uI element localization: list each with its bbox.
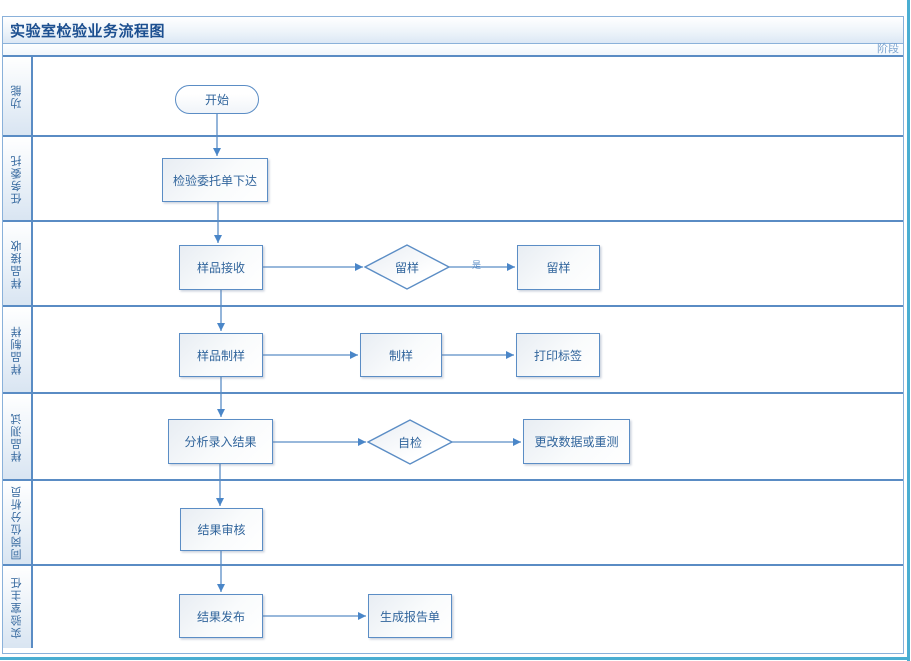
- lane-label-text: 任务委托: [11, 153, 23, 204]
- edge-label-yes: 是: [472, 260, 482, 270]
- node-sample-prep: 样品制样: [179, 333, 263, 377]
- node-issue-order: 检验委托单下达: [162, 158, 268, 202]
- lane-body: [33, 307, 903, 392]
- node-generate-report: 生成报告单: [368, 594, 452, 638]
- lane-body: [33, 481, 903, 564]
- node-sample-receive: 样品接收: [179, 245, 263, 290]
- node-prep: 制样: [360, 333, 442, 377]
- node-modify-retest: 更改数据或重测: [523, 419, 630, 464]
- lane-peer-analyst: 同岗位分析员: [3, 481, 903, 566]
- node-print-label: 打印标签: [516, 333, 600, 377]
- lane-label-text: 同岗位分析员: [11, 485, 23, 560]
- lane-label-lab-director: 实验室主任: [3, 566, 33, 648]
- lane-function: 功能: [3, 57, 903, 137]
- lane-label-text: 样品测试: [11, 411, 23, 462]
- lane-label-function: 功能: [3, 57, 33, 135]
- lane-task-delegation: 任务委托: [3, 137, 903, 222]
- node-retain-sample: 留样: [517, 245, 600, 290]
- lane-lab-director: 实验室主任: [3, 566, 903, 648]
- stage-header-band: 阶段: [3, 44, 903, 57]
- lane-sample-testing: 样品测试: [3, 394, 903, 481]
- lane-label-text: 功能: [11, 83, 23, 109]
- lane-sample-preparation: 样品制样: [3, 307, 903, 394]
- lane-body: [33, 222, 903, 305]
- node-analyze-input: 分析录入结果: [168, 419, 273, 464]
- lane-label-sample-testing: 样品测试: [3, 394, 33, 479]
- stage-label: 阶段: [877, 43, 899, 55]
- window-bottom-edge: [0, 657, 908, 660]
- lane-body: [33, 57, 903, 135]
- lane-body: [33, 566, 903, 648]
- lane-label-text: 实验室主任: [11, 575, 23, 639]
- lane-label-text: 样品制样: [11, 324, 23, 375]
- node-result-review: 结果审核: [180, 508, 263, 551]
- flowchart-frame: 实验室检验业务流程图 阶段 功能 任务委托 样品接收 样品制样 样品测: [2, 16, 904, 654]
- lane-label-sample-receiving: 样品接收: [3, 222, 33, 305]
- node-result-publish: 结果发布: [179, 594, 263, 638]
- lane-label-peer-analyst: 同岗位分析员: [3, 481, 33, 564]
- page-title: 实验室检验业务流程图: [10, 22, 166, 40]
- swimlanes: 功能 任务委托 样品接收 样品制样 样品测试 同岗位分析员: [3, 57, 903, 648]
- lane-sample-receiving: 样品接收: [3, 222, 903, 307]
- lane-body: [33, 394, 903, 479]
- lane-label-text: 样品接收: [11, 238, 23, 289]
- window-right-edge: [907, 0, 910, 661]
- lane-label-sample-preparation: 样品制样: [3, 307, 33, 392]
- lane-label-task-delegation: 任务委托: [3, 137, 33, 220]
- node-start: 开始: [175, 85, 259, 114]
- title-bar: 实验室检验业务流程图: [3, 17, 903, 44]
